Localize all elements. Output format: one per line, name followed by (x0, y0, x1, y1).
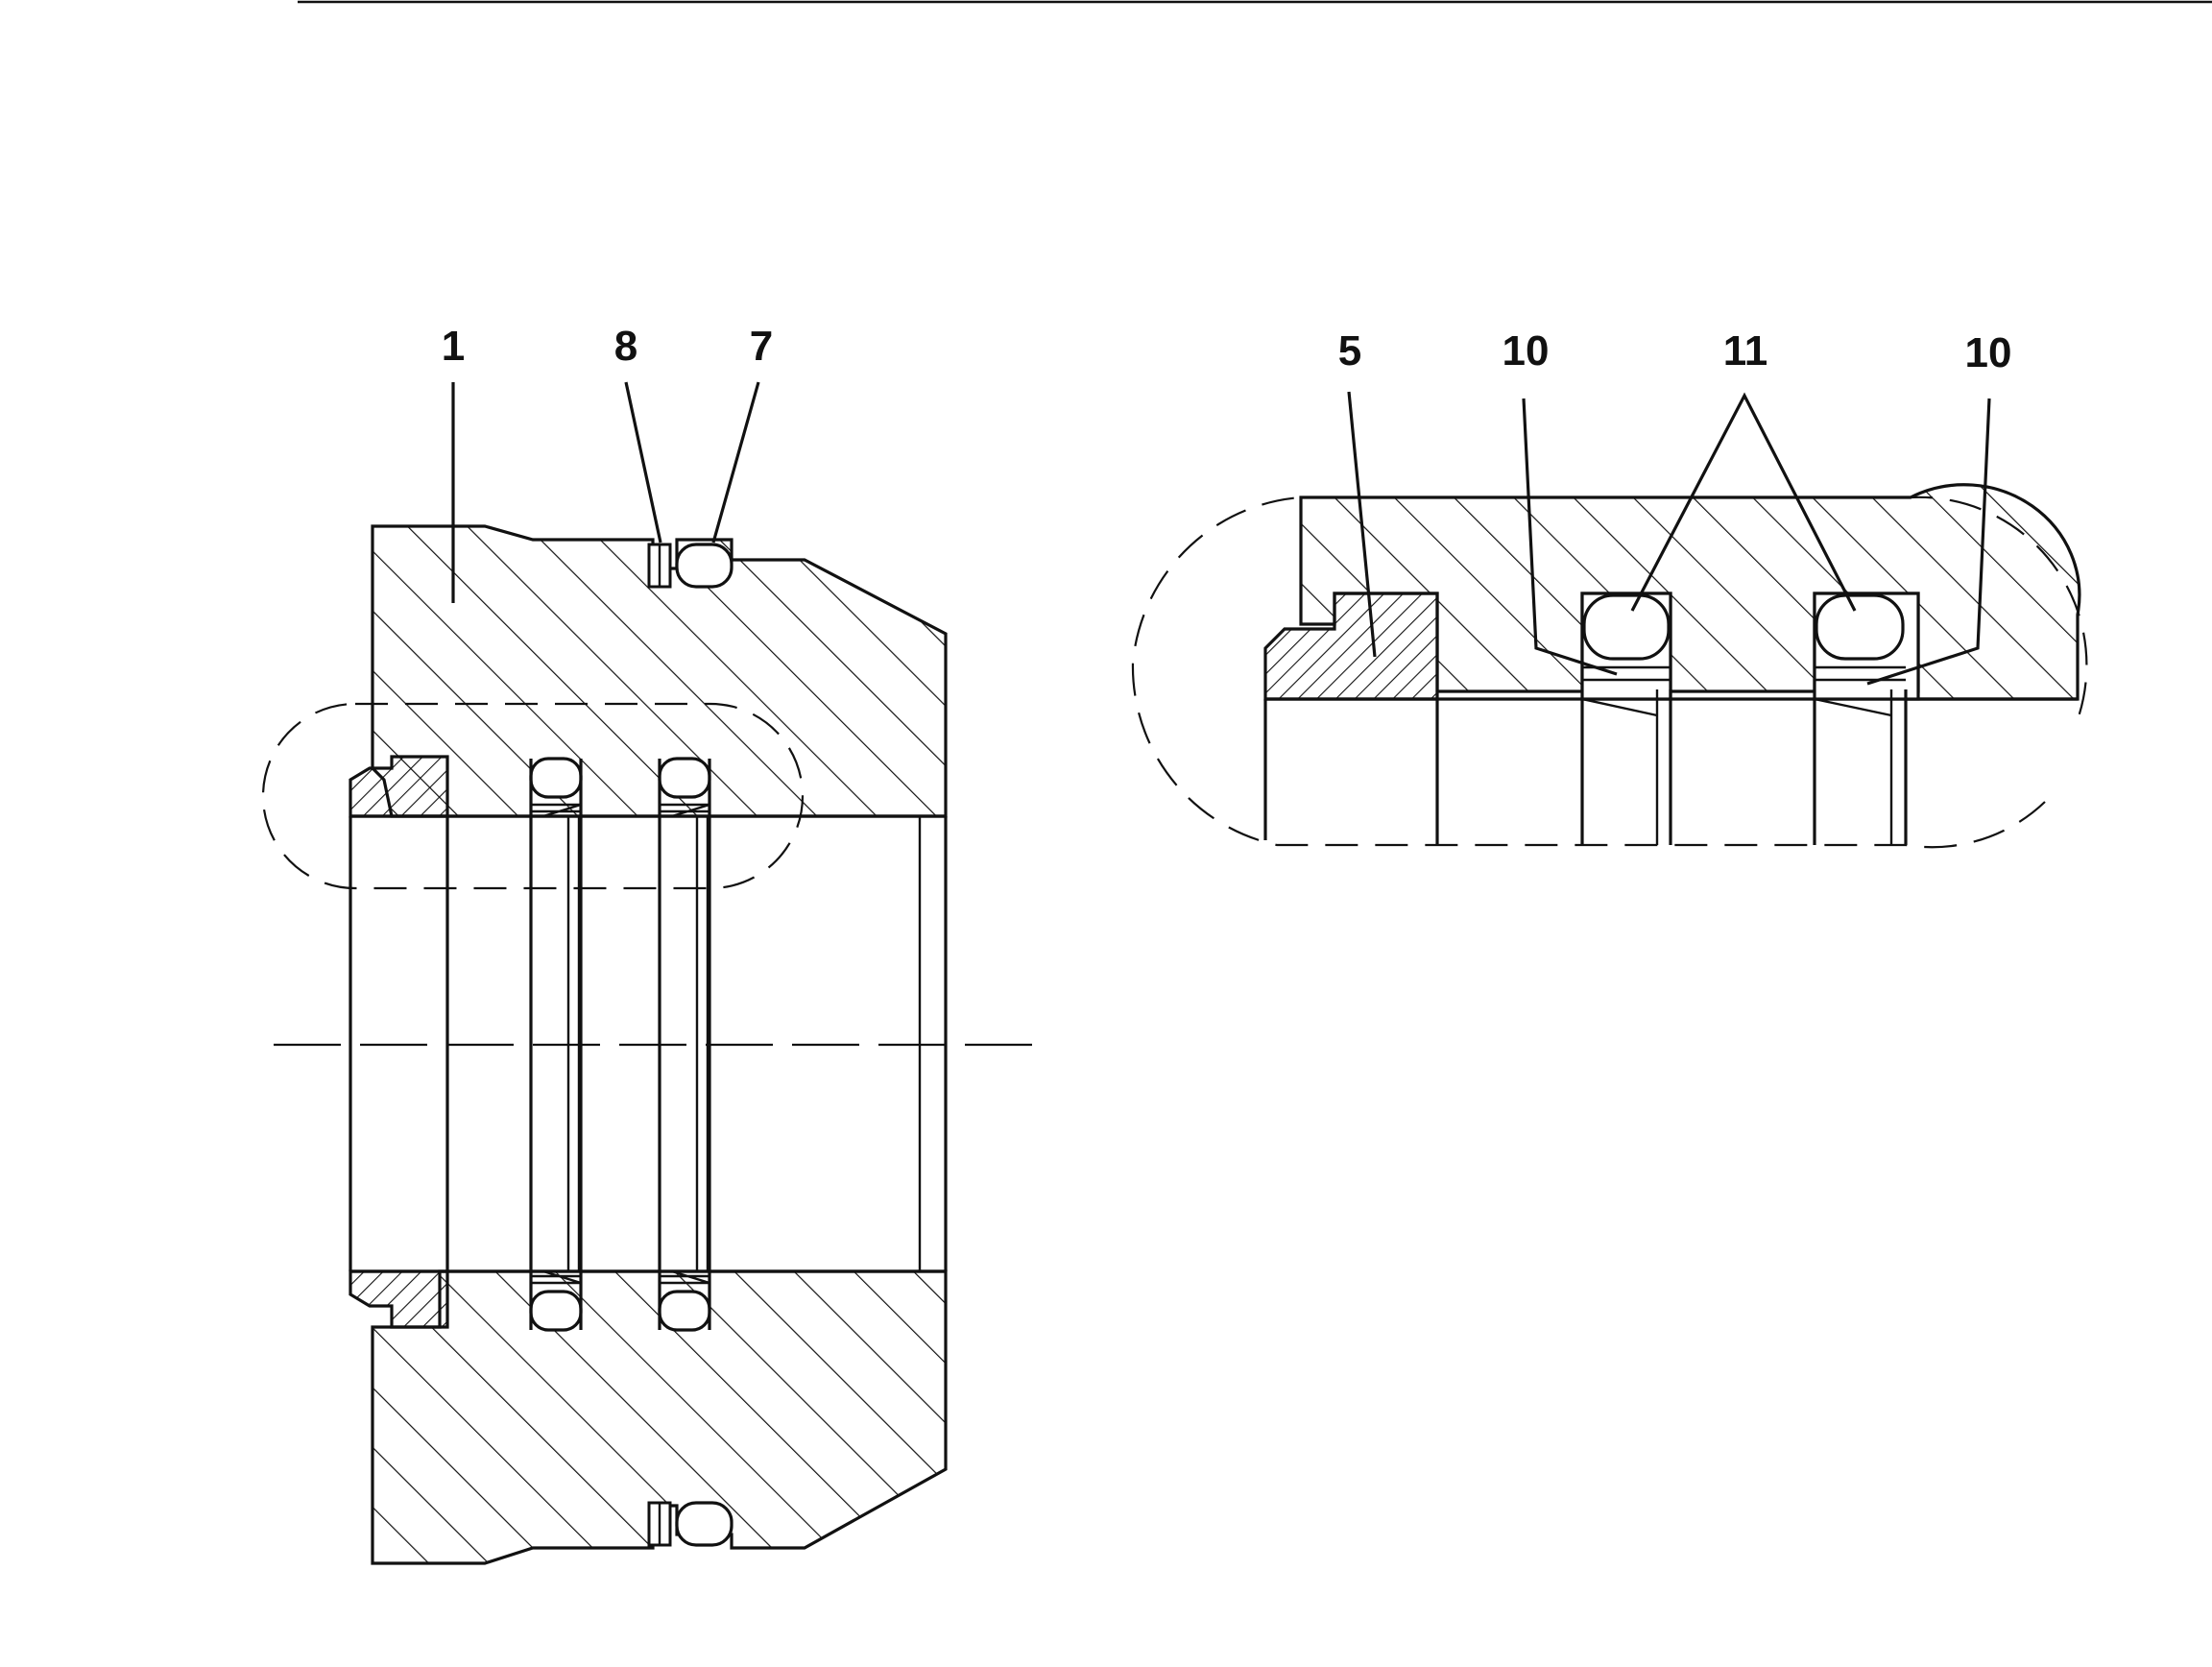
rod-seal-o-ring-1-bottom (529, 1290, 583, 1332)
leader-10-right (1866, 398, 1991, 686)
main-section-view: 1 8 7 (261, 323, 1046, 1565)
callout-1: 1 (442, 323, 465, 370)
callout-10-left: 10 (1503, 327, 1550, 374)
wiper-ring-top (349, 755, 449, 818)
leader-8 (624, 381, 662, 544)
wiper-ring-bottom (349, 1269, 449, 1329)
leader-10-left (1522, 398, 1618, 676)
detail-wiper-ring (1263, 592, 1439, 701)
callout-8: 8 (614, 323, 637, 370)
leader-7 (711, 381, 760, 544)
rod-seal-o-ring-1-top (529, 757, 583, 799)
detail-view: 5 10 11 10 (1131, 327, 2088, 849)
rod-seal-o-ring-2-bottom (658, 1290, 711, 1332)
detail-boundary-outline-right (1131, 495, 2088, 849)
outer-o-ring-top (675, 543, 733, 589)
rod-seal-o-ring-2-top (658, 757, 711, 799)
callout-11: 11 (1723, 327, 1768, 374)
callout-10-right: 10 (1965, 329, 2012, 376)
outer-o-ring-bottom (675, 1501, 733, 1547)
leader-11 (1630, 392, 1857, 612)
leader-5 (1347, 391, 1377, 658)
detail-o-ring-1 (1582, 593, 1671, 661)
detail-o-ring-2 (1815, 593, 1905, 661)
callout-7: 7 (750, 323, 773, 370)
callout-5: 5 (1338, 327, 1361, 374)
